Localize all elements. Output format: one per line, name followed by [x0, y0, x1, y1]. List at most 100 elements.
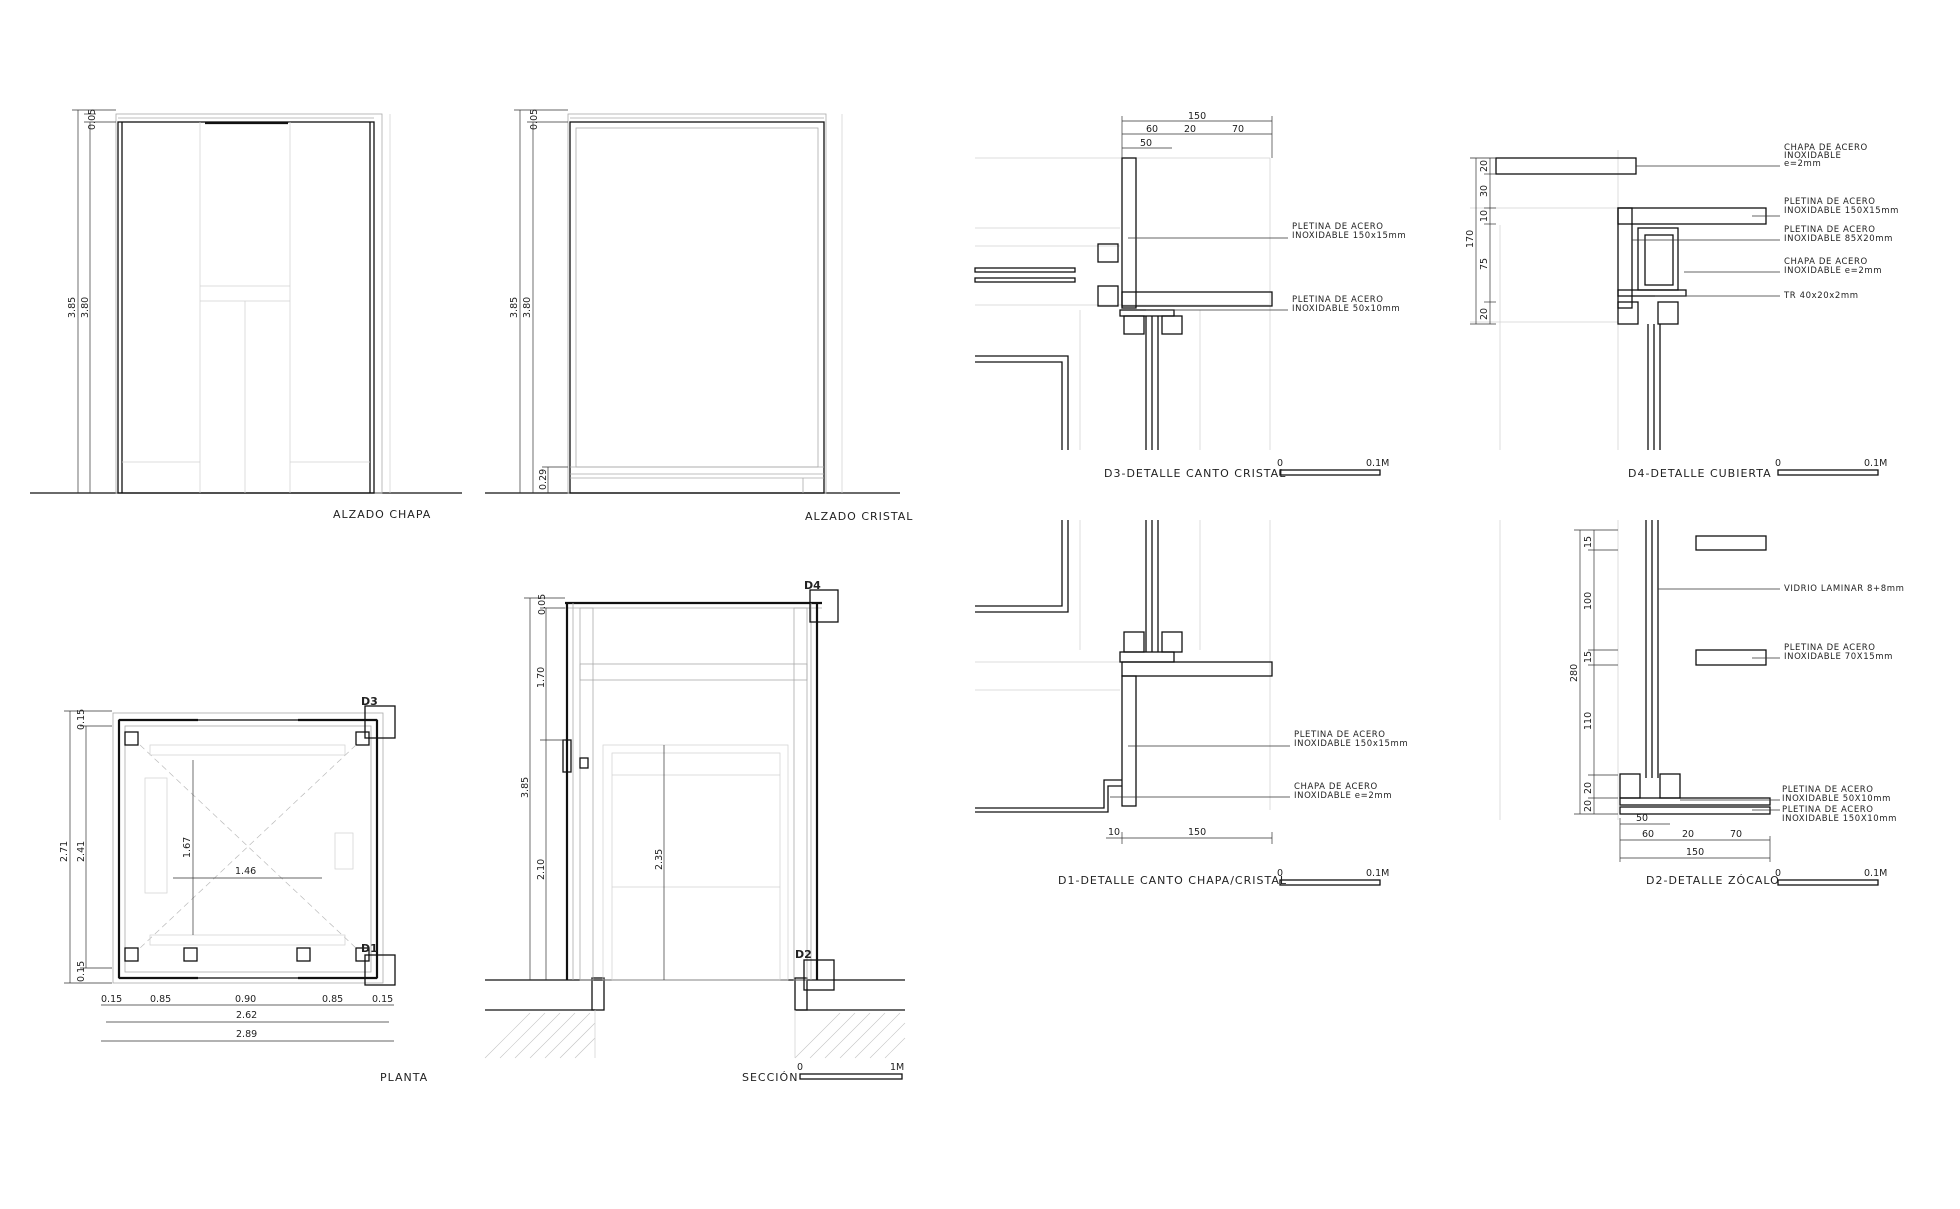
d2-scale-end: 0.1M: [1864, 868, 1887, 879]
seccion-title: SECCIÓN: [742, 1071, 798, 1084]
d3-note-2-line-1: PLETINA DE ACERO: [1292, 295, 1384, 305]
planta-title: PLANTA: [380, 1071, 428, 1084]
d1-dim-10: 10: [1108, 827, 1120, 838]
d2-dim-280: 280: [1569, 664, 1580, 682]
planta-dim-bottom-2: 0.85: [150, 994, 171, 1005]
alzado-cristal-dim-base: 0.29: [538, 469, 549, 490]
d4-dim-10: 10: [1479, 210, 1490, 222]
planta-dim-left-bottom: 0.15: [76, 961, 87, 982]
d1-scale-start: 0: [1277, 868, 1283, 879]
d4-scale-end: 0.1M: [1864, 458, 1887, 469]
d2-dim-15-top: 15: [1583, 536, 1594, 548]
d2-title: D2-DETALLE ZÓCALO: [1646, 874, 1780, 887]
d2-note-2-line-2: INOXIDABLE 70X15mm: [1784, 652, 1893, 662]
d2-dim-bottom-150: 150: [1686, 847, 1704, 858]
d3-scale-end: 0.1M: [1366, 458, 1389, 469]
d3-dim-60: 60: [1146, 124, 1158, 135]
d2-note-4-line-2: INOXIDABLE 150X10mm: [1782, 814, 1897, 824]
d4-note-4-line-1: CHAPA DE ACERO: [1784, 257, 1868, 267]
d2-dim-bottom-60: 60: [1642, 829, 1654, 840]
seccion-dim-door: 2.35: [654, 849, 665, 870]
d3-scale-start: 0: [1277, 458, 1283, 469]
d4-note-3-line-2: INOXIDABLE 85X20mm: [1784, 234, 1893, 244]
d4-note-1-line-3: e=2mm: [1784, 159, 1821, 169]
planta-dim-bottom-4: 0.85: [322, 994, 343, 1005]
seccion-scale-end: 1M: [890, 1062, 904, 1073]
d4-note-2-line-1: PLETINA DE ACERO: [1784, 197, 1876, 207]
planta-dim-bottom-5: 0.15: [372, 994, 393, 1005]
d3-dim-70: 70: [1232, 124, 1244, 135]
alzado-chapa-drawing: 0.05 3.85 3.80 ALZADO CHAPA: [30, 109, 462, 521]
seccion-scale-start: 0: [797, 1062, 803, 1073]
d2-dim-15-mid: 15: [1583, 651, 1594, 663]
planta-dim-left-inner: 2.41: [76, 841, 87, 862]
d2-note-2-line-1: PLETINA DE ACERO: [1784, 643, 1876, 653]
alzado-cristal-dim-total: 3.85: [509, 297, 520, 318]
d4-dim-20-top: 20: [1479, 160, 1490, 172]
d2-note-1: VIDRIO LAMINAR 8+8mm: [1784, 584, 1905, 594]
seccion-tag-d2: D2: [795, 948, 812, 961]
d4-note-1-line-2: INOXIDABLE: [1784, 151, 1842, 161]
d3-dim-50: 50: [1140, 138, 1152, 149]
d2-note-3-line-1: PLETINA DE ACERO: [1782, 785, 1874, 795]
d2-dim-bottom-70: 70: [1730, 829, 1742, 840]
planta-tag-d1: D1: [361, 942, 378, 955]
d2-note-4-line-1: PLETINA DE ACERO: [1782, 805, 1874, 815]
alzado-chapa-dim-top: 0.05: [87, 109, 98, 130]
d3-detail-drawing: 150 60 20 70 50 PLETINA DE ACERO INOXIDA…: [974, 111, 1406, 480]
d3-title: D3-DETALLE CANTO CRISTAL: [1104, 467, 1286, 480]
alzado-chapa-dim-height: 3.80: [80, 297, 91, 318]
d4-dim-30: 30: [1479, 185, 1490, 197]
alzado-cristal-title: ALZADO CRISTAL: [805, 510, 913, 523]
d2-detail-drawing: 15 100 280 15 110 20 20 50 60 20 70 150 …: [1499, 520, 1905, 887]
d3-note-2-line-2: INOXIDABLE 50x10mm: [1292, 304, 1400, 314]
d1-title: D1-DETALLE CANTO CHAPA/CRISTAL: [1058, 874, 1287, 887]
d4-title: D4-DETALLE CUBIERTA: [1628, 467, 1772, 480]
planta-dim-bottom-3: 0.90: [235, 994, 256, 1005]
planta-tag-d3: D3: [361, 695, 378, 708]
d4-dim-20-bottom: 20: [1479, 308, 1490, 320]
d3-note-1-line-1: PLETINA DE ACERO: [1292, 222, 1384, 232]
d1-note-2-line-2: INOXIDABLE e=2mm: [1294, 791, 1392, 801]
d4-note-2-line-2: INOXIDABLE 150X15mm: [1784, 206, 1899, 216]
seccion-dim-upper: 1.70: [536, 667, 547, 688]
d3-dim-150: 150: [1188, 111, 1206, 122]
d2-dim-110: 110: [1583, 712, 1594, 730]
d2-note-3-line-2: INOXIDABLE 50X10mm: [1782, 794, 1891, 804]
seccion-dim-total: 3.85: [520, 777, 531, 798]
d4-scale-start: 0: [1775, 458, 1781, 469]
seccion-dim-lower: 2.10: [536, 859, 547, 880]
d4-dim-170: 170: [1465, 230, 1476, 248]
seccion-dim-top: 0.05: [537, 594, 548, 615]
d1-note-1-line-1: PLETINA DE ACERO: [1294, 730, 1386, 740]
d1-note-2-line-1: CHAPA DE ACERO: [1294, 782, 1378, 792]
d1-detail-drawing: 10 150 PLETINA DE ACERO INOXIDABLE 150x1…: [975, 520, 1408, 887]
d1-note-1-line-2: INOXIDABLE 150x15mm: [1294, 739, 1408, 749]
d4-detail-drawing: 20 30 170 10 75 20 CHAPA DE ACERO INOXID…: [1465, 143, 1899, 480]
d2-dim-bottom-50: 50: [1636, 813, 1648, 824]
alzado-chapa-dim-total: 3.85: [67, 297, 78, 318]
d2-dim-20-a: 20: [1583, 782, 1594, 794]
planta-dim-left-total: 2.71: [59, 841, 70, 862]
alzado-cristal-dim-top: 0.05: [529, 109, 540, 130]
planta-drawing: 1.67 1.46 D3 D1 0.15 2.71 2.41 0.15 0.15…: [59, 695, 428, 1084]
d3-note-1-line-2: INOXIDABLE 150x15mm: [1292, 231, 1406, 241]
planta-dim-left-top: 0.15: [76, 709, 87, 730]
d4-dim-75: 75: [1479, 258, 1490, 270]
alzado-chapa-title: ALZADO CHAPA: [333, 508, 431, 521]
d4-note-3-line-1: PLETINA DE ACERO: [1784, 225, 1876, 235]
d1-dim-150: 150: [1188, 827, 1206, 838]
alzado-cristal-dim-height: 3.80: [522, 297, 533, 318]
d4-note-4-line-2: INOXIDABLE e=2mm: [1784, 266, 1882, 276]
planta-dim-inner-vertical: 1.67: [182, 837, 193, 858]
d1-scale-end: 0.1M: [1366, 868, 1389, 879]
d2-dim-20-b: 20: [1583, 800, 1594, 812]
d2-scale-start: 0: [1775, 868, 1781, 879]
seccion-tag-d4: D4: [804, 579, 821, 592]
d2-dim-bottom-20: 20: [1682, 829, 1694, 840]
alzado-cristal-drawing: 0.05 3.85 3.80 0.29 ALZADO CRISTAL: [485, 109, 913, 523]
planta-dim-total-1: 2.62: [236, 1010, 257, 1021]
planta-dim-total-2: 2.89: [236, 1029, 257, 1040]
d4-note-5: TR 40x20x2mm: [1783, 291, 1859, 301]
